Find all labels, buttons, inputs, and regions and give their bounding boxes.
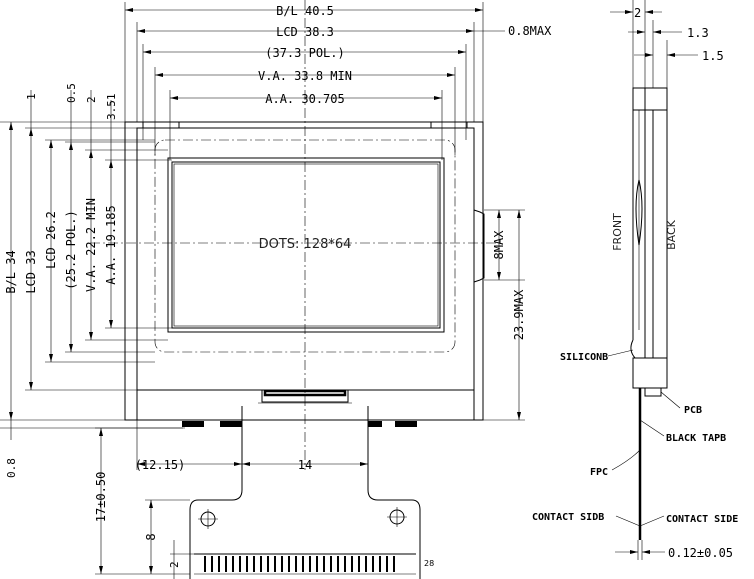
dim-pol-height: (25.2 POL.) [64,210,78,289]
side-dim-15: 1.5 [702,49,724,63]
dim-1215: (12.15) [135,458,186,472]
dim-aa-height: A.A. 19.185 [104,205,118,284]
dim-17: 17±0.50 [94,472,108,523]
side-label-back: BACK [665,219,678,250]
side-label-silicone: SILICONB [560,352,608,363]
dim-bl-height: B/L 34 [4,250,18,293]
dim-8: 8 [144,533,158,540]
dim-08: 0.8 [5,458,18,478]
dim-v351: 3.51 [105,94,118,121]
dim-v05: 0.5 [65,83,78,103]
side-label-fpc: FPC [590,467,608,478]
dim-v1: 1 [25,93,38,100]
active-area [171,161,441,329]
polarizer-outline [154,139,456,353]
backlight-outline [124,121,484,421]
viewing-area [167,157,445,333]
dim-8max: 8MAX [492,230,506,260]
side-dim-13: 1.3 [687,26,709,40]
fpc-contact-pads [204,556,395,572]
side-label-contact-right: CONTACT SIDE [666,514,738,525]
dim-pol-width: (37.3 POL.) [265,46,344,60]
side-label-contact-left: CONTACT SIDB [532,512,604,523]
dim-239max: 23.9MAX [512,289,526,340]
lcd-glass-outline [136,127,475,391]
side-view: 2 1.3 1.5 FRONT BACK SILICONB PCB [532,0,738,560]
pin-28-label: 28 [424,559,434,568]
dim-v2: 2 [85,96,98,103]
dim-14: 14 [298,458,312,472]
front-view: B/L 40.5 LCD 38.3 (37.3 POL.) V.A. 33.8 … [0,0,552,579]
side-label-pcb: PCB [684,405,702,416]
side-dim-2: 2 [634,6,641,20]
side-dim-012: 0.12±0.05 [668,546,733,560]
dim-bl-width: B/L 40.5 [276,4,334,18]
side-label-front: FRONT [611,213,624,251]
dim-lcd-height: LCD 33 [24,250,38,293]
dim-top-08max: 0.8MAX [508,24,552,38]
side-pcb-block [632,357,668,389]
side-top-block [632,87,668,111]
side-label-black-tape: BLACK TAPB [666,433,726,444]
dots-label: DOTS: 128*64 [259,237,352,252]
dim-va-height: V.A. 22.2 MIN [84,198,98,292]
dim-2-small: 2 [168,561,181,568]
dim-lcd-height2: LCD 26.2 [44,211,58,269]
